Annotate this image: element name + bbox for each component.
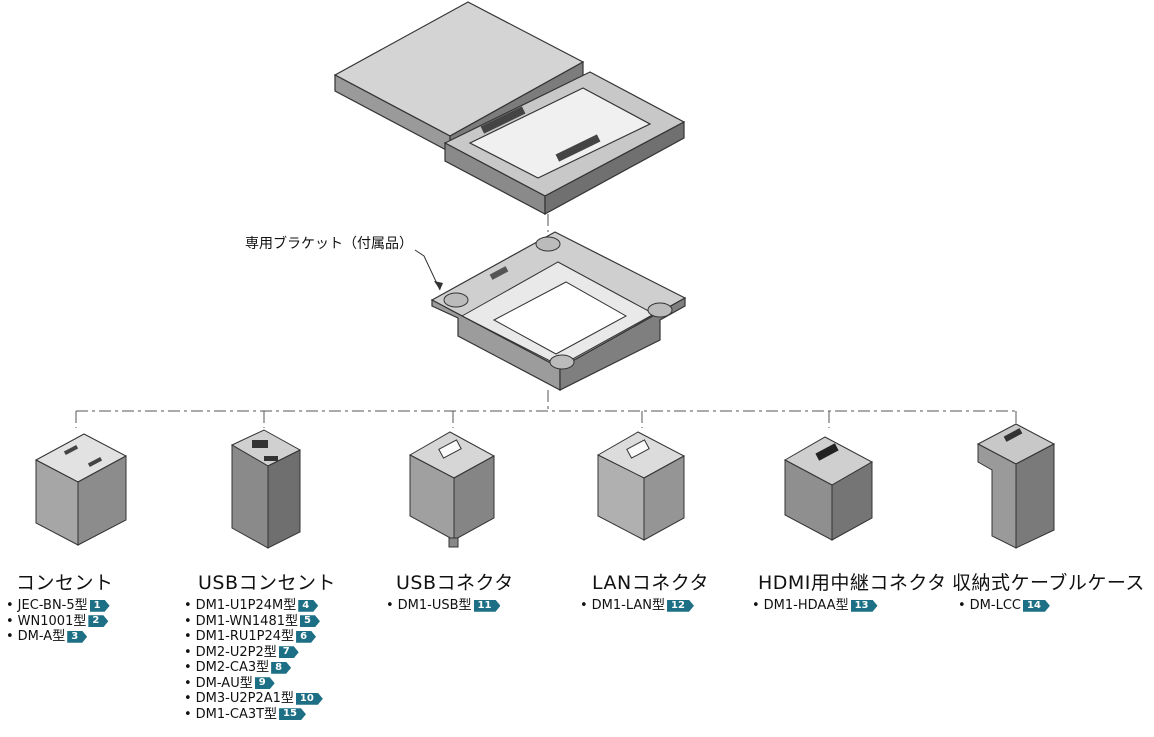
model-badge: 12 (667, 600, 694, 612)
model-name: JEC-BN-5型 (17, 598, 88, 613)
model-badge: 14 (1023, 600, 1050, 612)
model-badge: 6 (296, 631, 316, 643)
model-name: DM1-RU1P24型 (195, 629, 295, 644)
category-title: USBコネクタ (396, 572, 514, 594)
model-badge: 4 (298, 600, 318, 612)
model-badge: 2 (88, 615, 108, 627)
category-title: USBコンセント (198, 572, 337, 594)
model-name: DM2-CA3型 (195, 660, 270, 675)
category-title: コンセント (16, 572, 114, 594)
usb-connector-product-image (408, 431, 496, 548)
model-badge: 1 (90, 600, 110, 612)
model-name: DM2-U2P2型 (195, 644, 277, 660)
category-title: HDMI用中継コネクタ (758, 572, 947, 594)
connector-lines (75, 214, 1017, 428)
usb-outlet-product-image (230, 429, 302, 549)
model-name: DM1-HDAA型 (763, 598, 849, 613)
model-badge: 7 (279, 646, 299, 658)
model-badge: 11 (474, 600, 501, 612)
model-badge: 13 (851, 600, 878, 612)
model-name: DM-LCC (969, 598, 1021, 613)
model-name: DM-A型 (17, 629, 66, 644)
model-badge: 3 (67, 631, 87, 643)
model-name: DM1-CA3T型 (195, 706, 278, 722)
outlet-product-image (34, 433, 128, 546)
lan-connector-product-image (596, 431, 686, 541)
bracket-illustration (430, 231, 687, 391)
model-name: DM1-U1P24M型 (195, 598, 297, 613)
model-badge: 15 (279, 708, 306, 720)
model-badge: 10 (296, 693, 323, 705)
category-title: LANコネクタ (592, 572, 709, 594)
model-name: DM-AU型 (195, 675, 253, 691)
floor-outlet-cover (333, 1, 686, 216)
model-name: DM1-LAN型 (591, 598, 666, 613)
cable-case-product-image (976, 423, 1056, 549)
model-badge: 8 (271, 662, 291, 674)
model-name: DM3-U2P2A1型 (195, 691, 294, 706)
model-name: WN1001型 (17, 613, 87, 629)
bracket-label: 専用ブラケット（付属品） (245, 236, 413, 252)
category-title: 収納式ケーブルケース (952, 572, 1145, 594)
model-badge: 5 (300, 615, 320, 627)
model-name: DM1-USB型 (397, 598, 472, 613)
model-name: DM1-WN1481型 (195, 613, 298, 629)
hdmi-connector-product-image (783, 436, 874, 541)
model-badge: 9 (255, 677, 275, 689)
